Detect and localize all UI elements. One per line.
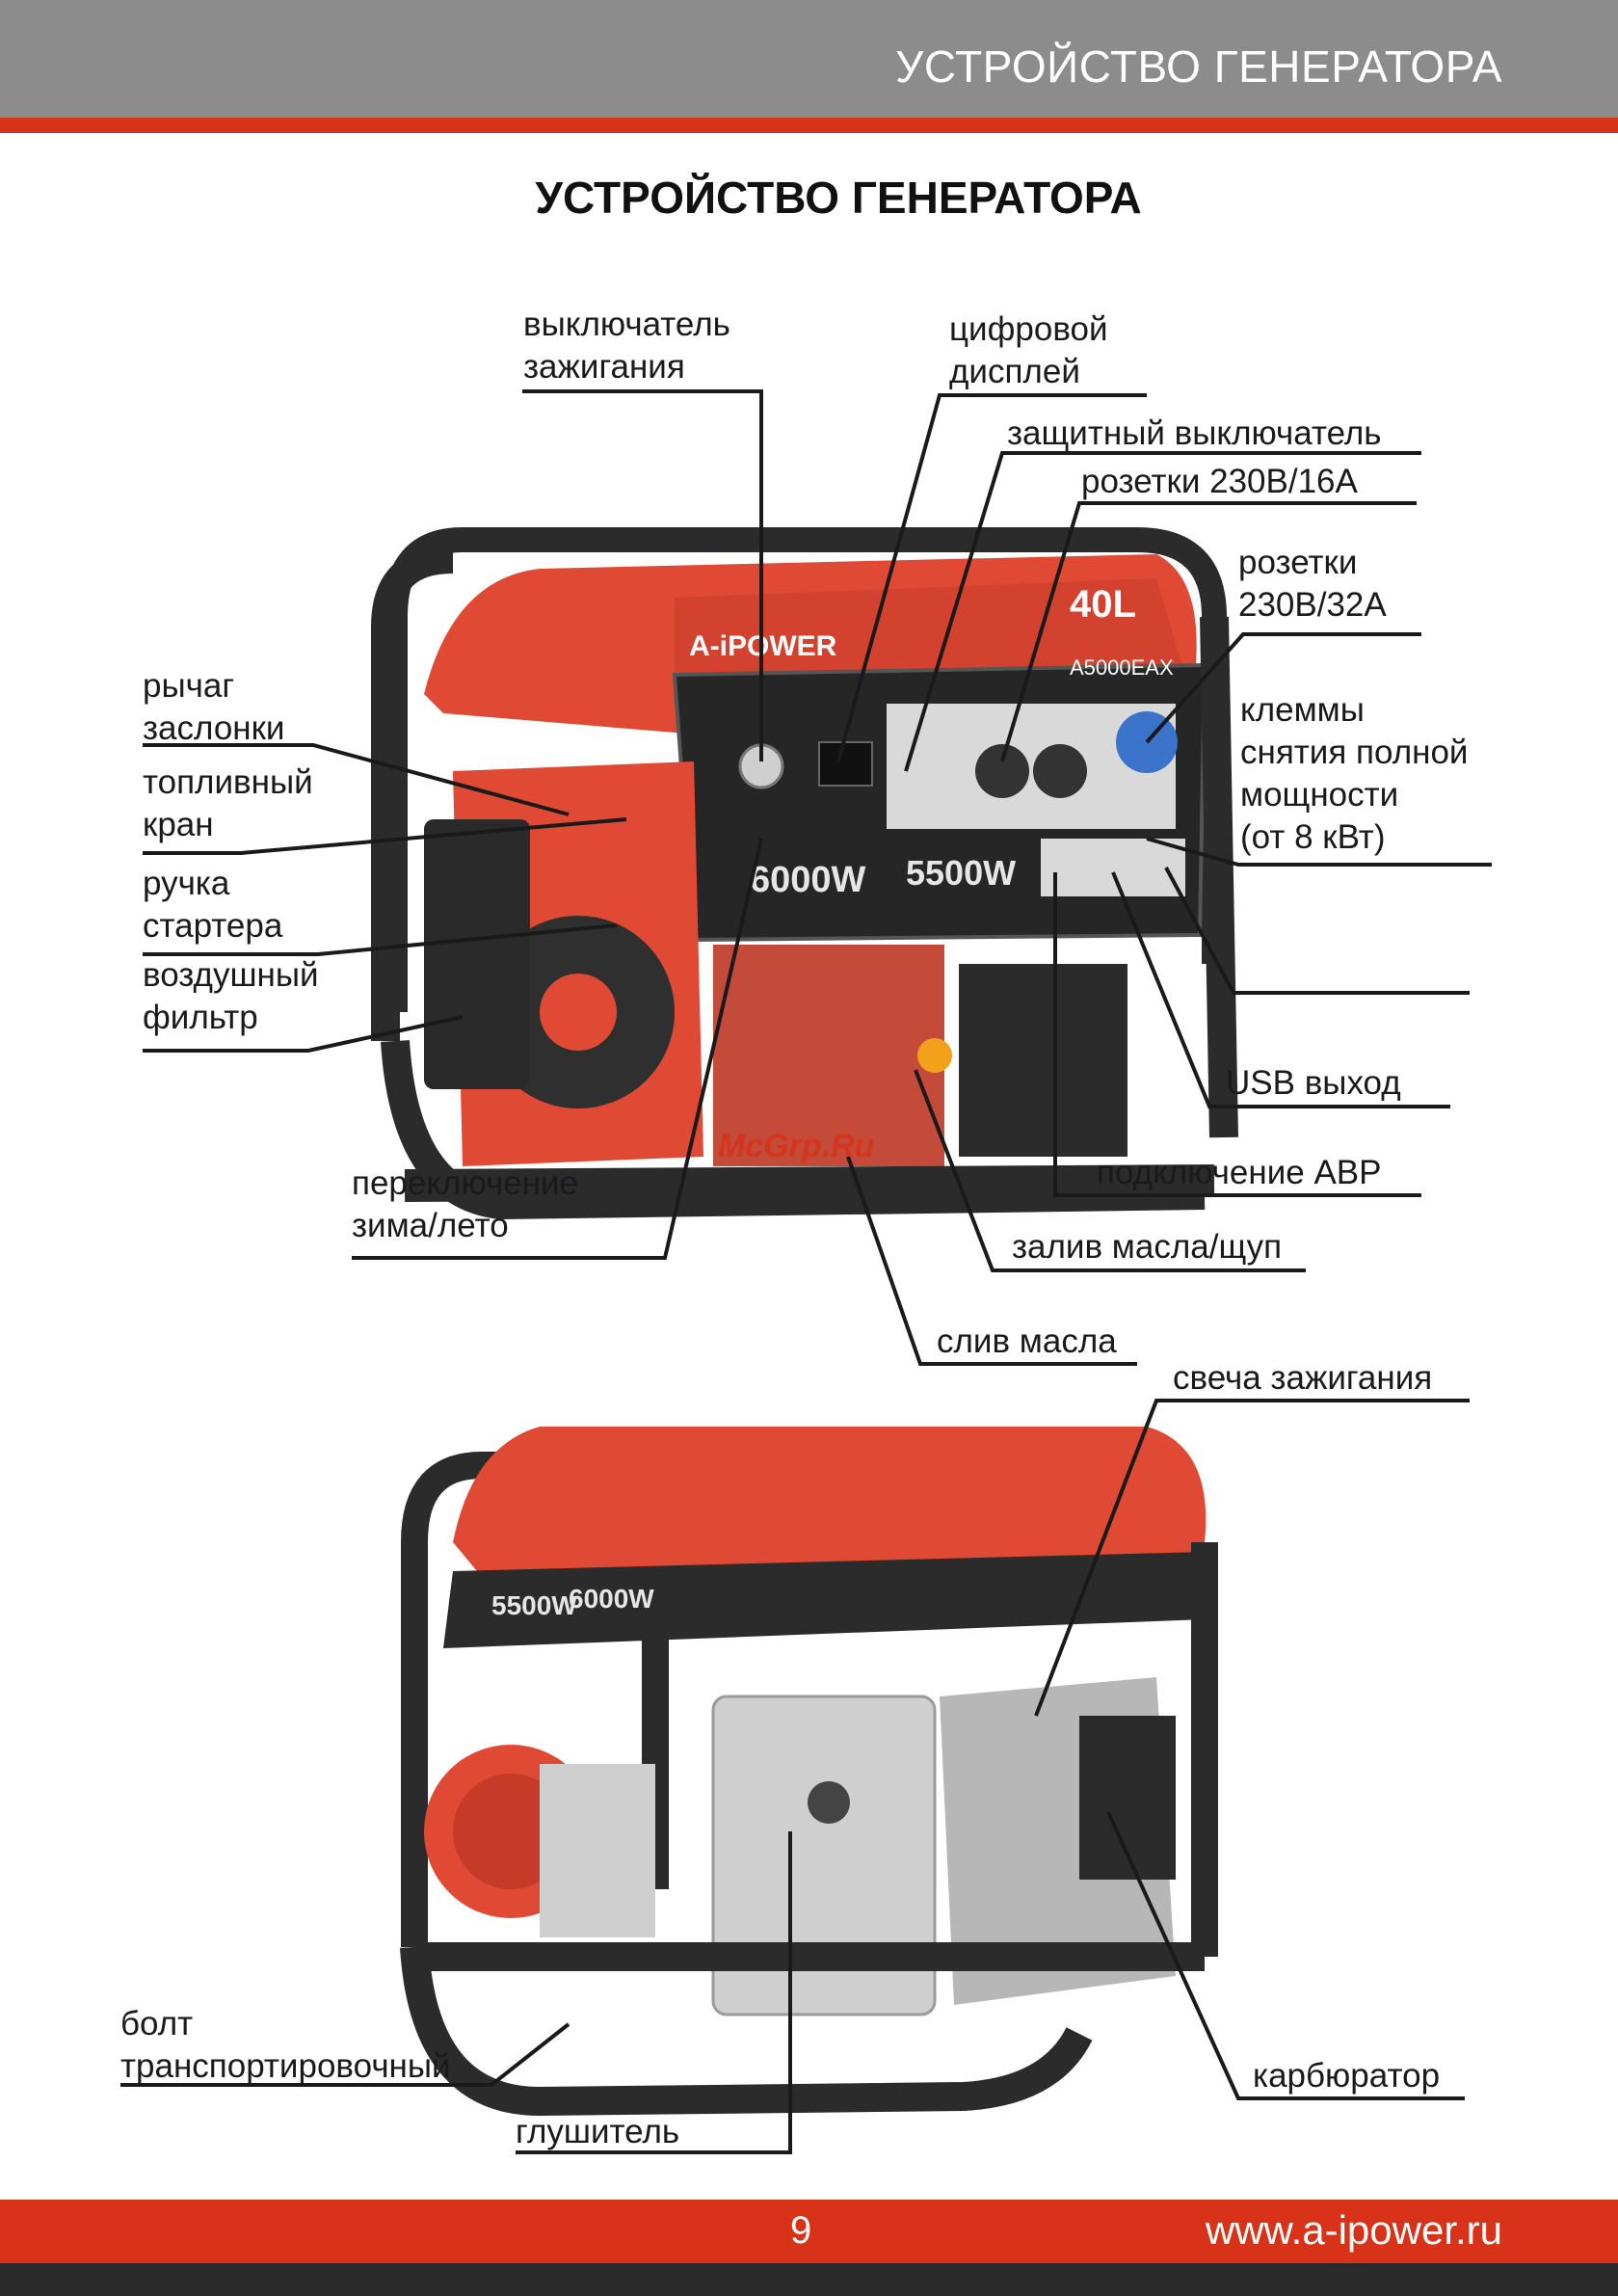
leader-sockets-16a [1000, 501, 1417, 762]
label-muffler: глушитель [516, 2113, 680, 2150]
label-usb-output: USB выход [1226, 1064, 1401, 1102]
panel-max-power: 6000W [750, 860, 866, 900]
header-title: УСТРОЙСТВО ГЕНЕРАТОРА [895, 41, 1502, 92]
page-title: УСТРОЙСТВО ГЕНЕРАТОРА [535, 173, 1142, 223]
battery [959, 964, 1127, 1157]
label-starter-handle: ручка стартера [143, 865, 283, 945]
label-choke-lever: рычаг заслонки [143, 667, 285, 747]
tank-shade [675, 578, 1185, 694]
label-oil-fill: залив масла/щуп [1012, 1228, 1283, 1266]
label-circuit-breaker: защитный выключатель [1007, 414, 1382, 452]
frame-front-tube [371, 545, 454, 1041]
oil-cap [917, 1038, 952, 1073]
label-sockets-16a: розетки 230В/16А [1081, 463, 1358, 500]
leader-fuel-valve [143, 817, 627, 855]
socket-16a-2 [1033, 744, 1087, 798]
socket-16a-1 [975, 744, 1029, 798]
label-ats-connection: подключение АВР [1097, 1154, 1382, 1191]
digital-display-box [818, 741, 873, 787]
leader-spark-plug [1034, 1399, 1470, 1717]
label-fuel-valve: топливный кран [143, 763, 313, 843]
leader-carburetor [1106, 1811, 1465, 2100]
alternator-housing [540, 1764, 655, 1937]
website-url: www.a-ipower.ru [1205, 2207, 1502, 2253]
footer-band [0, 2200, 1618, 2263]
leader-oil-drain [846, 1156, 1137, 1366]
leader-oil-fill [914, 1069, 1306, 1272]
recoil-starter-hub [540, 974, 617, 1051]
muffler-shield [711, 1695, 937, 2016]
muffler-outlet [808, 1781, 850, 1824]
header-stripe [0, 118, 1618, 133]
label-transport-bolt: болт транспортировочный [120, 2005, 451, 2085]
rear-frame-front [400, 1946, 1093, 2117]
leader-muffler [516, 1831, 792, 2154]
panel-model: A5000EAX [1070, 655, 1174, 680]
watermark-text: McGrp.Ru [718, 1128, 875, 1164]
terminal-block [1041, 839, 1185, 896]
label-full-power-terminals: клеммы снятия полной мощности (от 8 кВт) [1240, 691, 1469, 856]
panel-tank-volume: 40L [1070, 583, 1136, 626]
leader-choke-lever [143, 743, 570, 816]
label-air-filter: воздушный фильтр [143, 956, 319, 1036]
label-carburetor: карбюратор [1253, 2057, 1441, 2095]
leader-sockets-32a [1145, 632, 1421, 744]
footer-bottom-strip [0, 2263, 1618, 2296]
rear-power-a: 5500W [491, 1590, 577, 1620]
label-oil-drain: слив масла [937, 1322, 1117, 1360]
label-sockets-32a: розетки 230В/32А [1238, 544, 1387, 624]
leader-terminal-ground [1164, 867, 1470, 995]
label-spark-plug: свеча зажигания [1173, 1359, 1433, 1397]
leader-air-filter [143, 1015, 464, 1053]
alternator [713, 945, 944, 1166]
leader-circuit-breaker [904, 451, 1421, 772]
panel-rated-power: 5500W [906, 853, 1016, 893]
leader-starter-handle [143, 923, 618, 956]
leader-transport-bolt [120, 2022, 570, 2087]
frame-front-right [1200, 616, 1238, 1138]
page-number: 9 [790, 2209, 812, 2252]
air-filter-box [424, 819, 530, 1089]
label-digital-display: цифровой дисплей [949, 310, 1108, 390]
frame-base-front [381, 1040, 1206, 1220]
leader-full-power-terminals [1146, 837, 1492, 867]
header-band [0, 0, 1618, 118]
rear-tank-band [443, 1552, 1205, 1648]
leader-ats-connection [1053, 872, 1421, 1197]
leader-winter-summer [352, 838, 763, 1260]
label-ignition-switch: выключатель зажигания [523, 306, 730, 386]
leader-ignition-switch [522, 389, 763, 761]
label-winter-summer: переключение зима/лето [352, 1164, 579, 1244]
frame-base [404, 1164, 1215, 1202]
rear-power-b: 6000W [569, 1584, 654, 1614]
leader-digital-display [836, 393, 1147, 762]
leader-usb-output [1111, 871, 1450, 1108]
